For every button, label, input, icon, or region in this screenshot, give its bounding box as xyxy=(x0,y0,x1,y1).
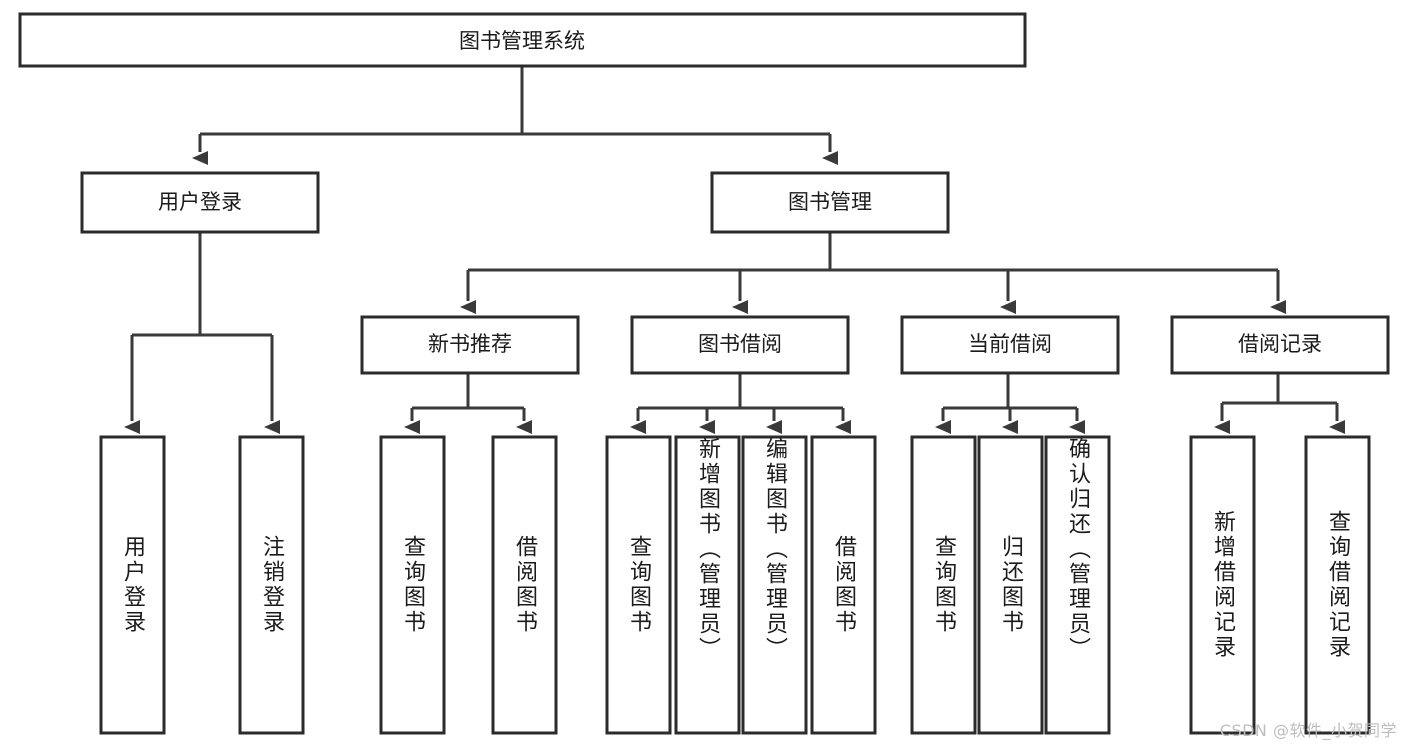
node-user-login-label: 用户登录 xyxy=(158,190,242,214)
node-root[interactable]: 图书管理系统 xyxy=(18,12,1027,68)
node-book-management[interactable]: 图书管理 xyxy=(710,171,950,234)
leaf-borrow-book-2-box[interactable] xyxy=(810,435,877,735)
node-borrow-record-label: 借阅记录 xyxy=(1238,332,1322,356)
leaf-confirm-return-admin-box[interactable] xyxy=(1044,435,1111,735)
node-new-book-recommend[interactable]: 新书推荐 xyxy=(360,315,580,375)
leaf-query-book-3-box[interactable] xyxy=(910,435,977,735)
node-book-borrow-box[interactable] xyxy=(630,315,850,375)
leaf-user-login-box[interactable] xyxy=(99,435,166,735)
leaf-boxes xyxy=(99,435,1371,735)
node-current-borrow-label: 当前借阅 xyxy=(968,332,1052,356)
leaf-query-book-1-box[interactable] xyxy=(379,435,446,735)
connector-new-book-recommend-to-leaves xyxy=(404,373,532,434)
connector-root-to-level2 xyxy=(192,66,838,165)
node-new-book-recommend-box[interactable] xyxy=(360,315,580,375)
node-book-management-label: 图书管理 xyxy=(788,190,872,214)
node-new-book-recommend-label: 新书推荐 xyxy=(428,332,512,356)
node-current-borrow-box[interactable] xyxy=(900,315,1120,375)
leaf-add-book-admin-box[interactable] xyxy=(674,435,741,735)
leaf-logout-login-box[interactable] xyxy=(238,435,305,735)
leaf-return-book-box[interactable] xyxy=(977,435,1044,735)
leaf-borrow-book-1-box[interactable] xyxy=(491,435,558,735)
node-root-box[interactable] xyxy=(18,12,1027,68)
connector-current-borrow-to-leaves xyxy=(935,373,1085,434)
leaf-query-borrow-record-box[interactable] xyxy=(1304,435,1371,735)
leaf-add-borrow-record-box[interactable] xyxy=(1189,435,1256,735)
node-current-borrow[interactable]: 当前借阅 xyxy=(900,315,1120,375)
connector-borrow-record-to-leaves xyxy=(1214,373,1345,434)
connector-book-borrow-to-leaves xyxy=(630,373,851,434)
node-root-label: 图书管理系统 xyxy=(459,29,585,53)
leaf-edit-book-admin-box[interactable] xyxy=(741,435,808,735)
node-borrow-record[interactable]: 借阅记录 xyxy=(1170,315,1390,375)
node-book-borrow-label: 图书借阅 xyxy=(698,332,782,356)
connector-user-login-to-leaves xyxy=(124,232,280,434)
node-user-login-box[interactable] xyxy=(80,171,320,234)
node-user-login[interactable]: 用户登录 xyxy=(80,171,320,234)
connector-book-management-to-level3 xyxy=(460,232,1286,314)
watermark-text: CSDN @软件_小贺同学 xyxy=(1219,721,1397,740)
node-book-borrow[interactable]: 图书借阅 xyxy=(630,315,850,375)
node-book-management-box[interactable] xyxy=(710,171,950,234)
node-borrow-record-box[interactable] xyxy=(1170,315,1390,375)
leaf-query-book-2-box[interactable] xyxy=(605,435,672,735)
